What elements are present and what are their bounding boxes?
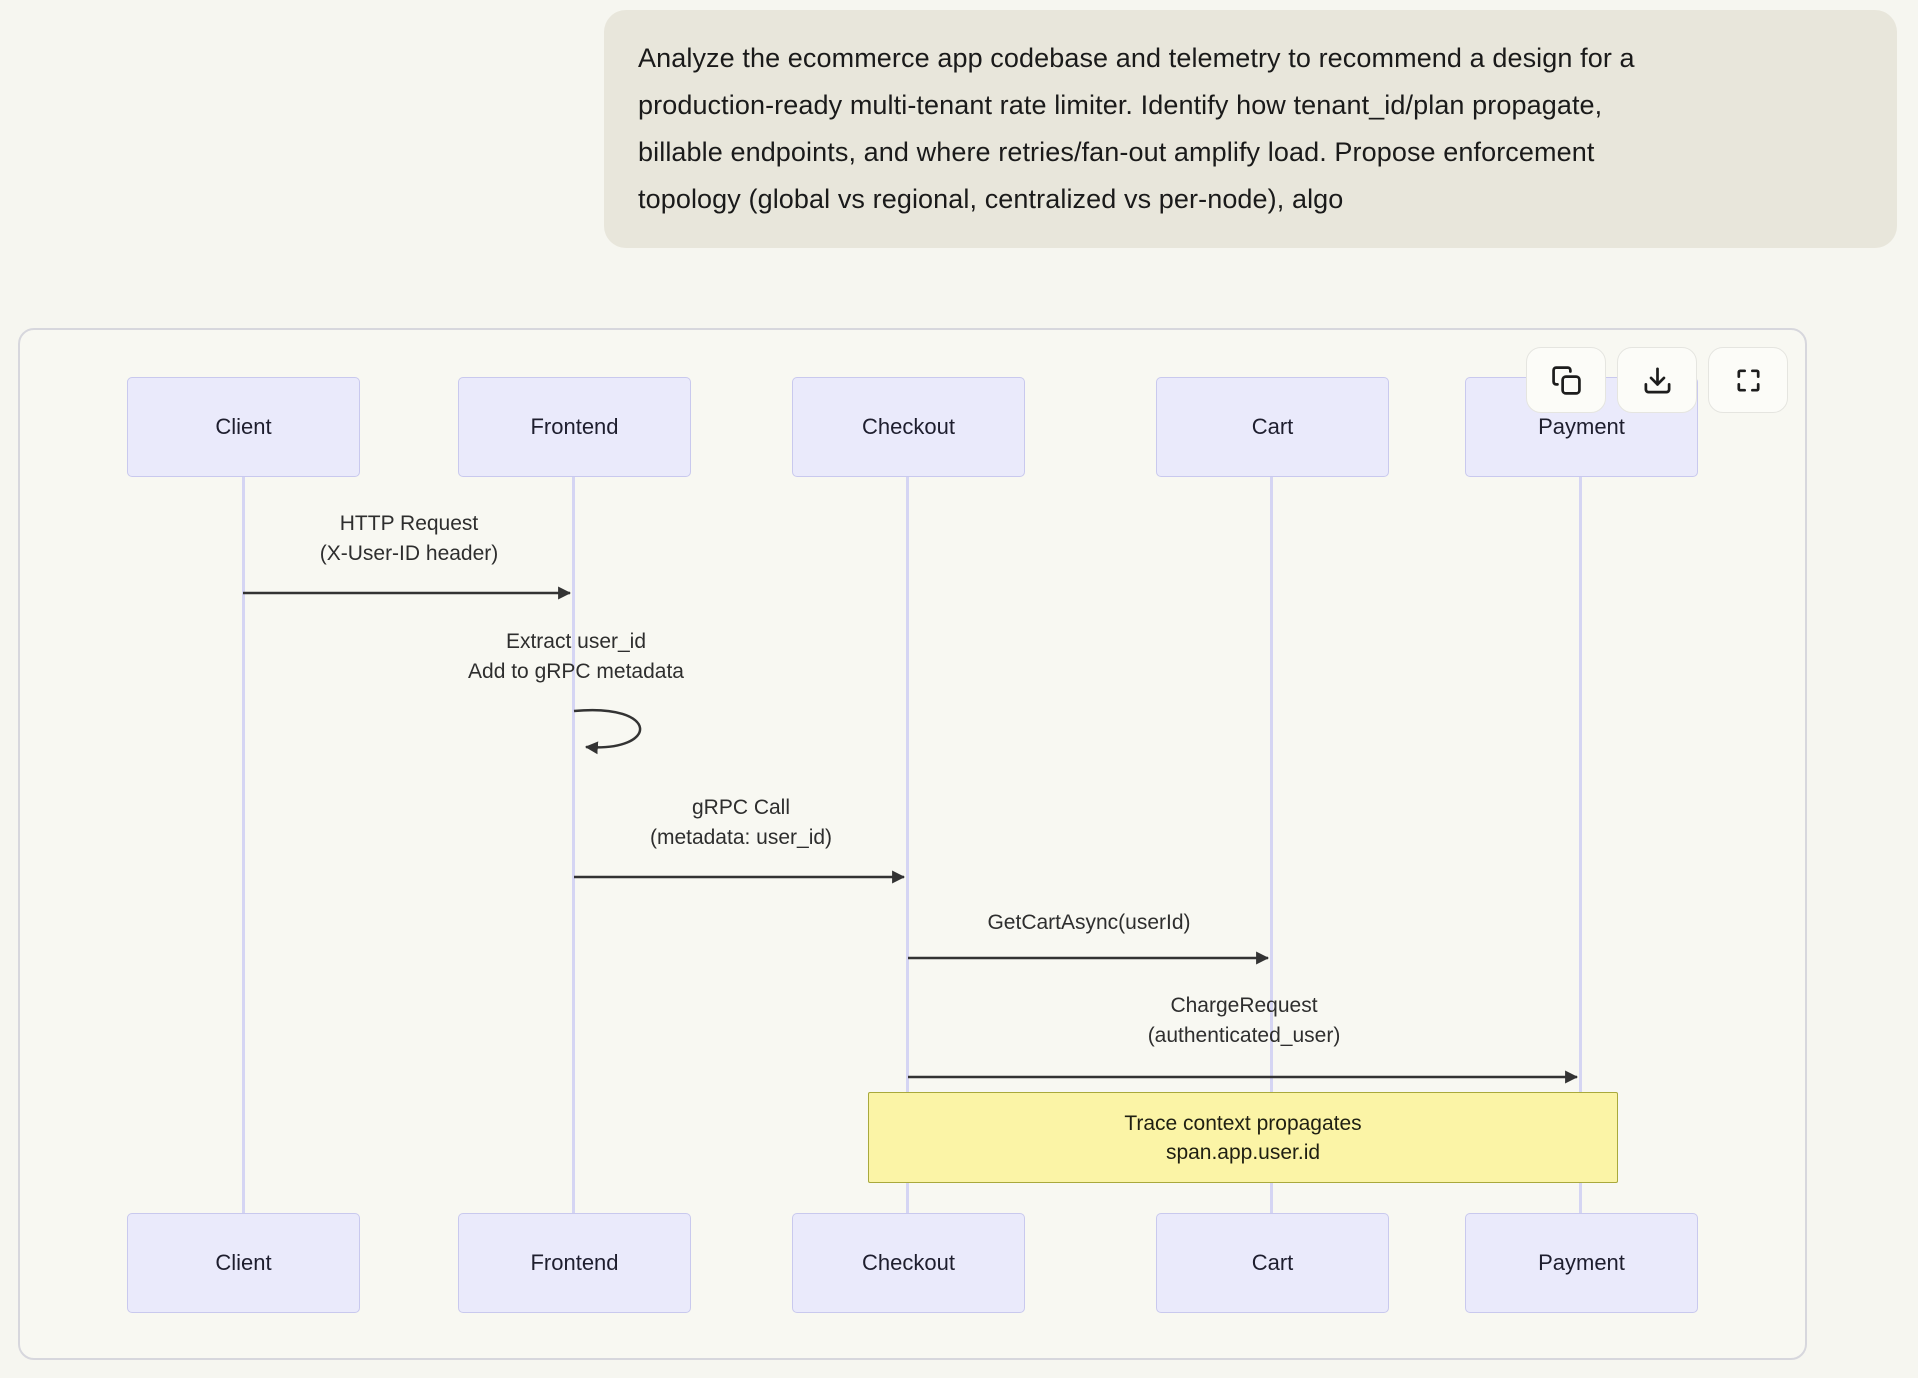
message-line: Extract user_id: [505, 630, 647, 653]
fullscreen-icon: [1736, 368, 1760, 392]
prompt-text-line: Analyze the ecommerce app codebase and t…: [638, 43, 1635, 73]
actor-cart-bottom: Cart: [1156, 1213, 1389, 1313]
trace-context-note: Trace context propagates span.app.user.i…: [868, 1092, 1618, 1183]
message-label-chargerequest: ChargeRequest (authenticated_user): [1148, 991, 1341, 1051]
lifeline-frontend: [572, 477, 575, 1214]
actor-client-bottom: Client: [127, 1213, 360, 1313]
message-label-extract-userid: Extract user_id Add to gRPC metadata: [468, 627, 684, 687]
fullscreen-button[interactable]: [1708, 347, 1788, 413]
note-line: Trace context propagates: [1124, 1111, 1362, 1135]
message-line: ChargeRequest: [1170, 994, 1318, 1017]
message-line: gRPC Call: [691, 796, 791, 819]
lifeline-cart: [1270, 477, 1273, 1214]
lifeline-checkout: [906, 477, 909, 1214]
message-line: (X-User-ID header): [319, 542, 499, 565]
actor-cart-top: Cart: [1156, 377, 1389, 477]
note-line: span.app.user.id: [1165, 1140, 1321, 1164]
actor-frontend-bottom: Frontend: [458, 1213, 691, 1313]
message-line: (metadata: user_id): [649, 826, 833, 849]
message-line: Add to gRPC metadata: [468, 660, 684, 683]
lifeline-client: [242, 477, 245, 1214]
copy-button[interactable]: [1526, 347, 1606, 413]
message-line: GetCartAsync(userId): [987, 911, 1191, 934]
message-label-http-request: HTTP Request (X-User-ID header): [320, 509, 499, 569]
user-prompt-bubble: Analyze the ecommerce app codebase and t…: [604, 10, 1897, 248]
actor-payment-bottom: Payment: [1465, 1213, 1698, 1313]
copy-icon: [1551, 365, 1581, 395]
diagram-preview-card: [18, 328, 1807, 1360]
message-line: (authenticated_user): [1147, 1024, 1341, 1047]
prompt-text-line: billable endpoints, and where retries/fa…: [638, 137, 1595, 167]
actor-client-top: Client: [127, 377, 360, 477]
lifeline-payment: [1579, 477, 1582, 1214]
actor-frontend-top: Frontend: [458, 377, 691, 477]
download-icon: [1644, 367, 1670, 393]
message-label-grpc-call: gRPC Call (metadata: user_id): [650, 793, 832, 853]
prompt-text-line: topology (global vs regional, centralize…: [638, 184, 1344, 214]
download-button[interactable]: [1617, 347, 1697, 413]
message-line: HTTP Request: [339, 512, 479, 535]
actor-checkout-bottom: Checkout: [792, 1213, 1025, 1313]
message-label-getcartasync: GetCartAsync(userId): [987, 908, 1190, 938]
prompt-text-line: production-ready multi-tenant rate limit…: [638, 90, 1603, 120]
actor-checkout-top: Checkout: [792, 377, 1025, 477]
